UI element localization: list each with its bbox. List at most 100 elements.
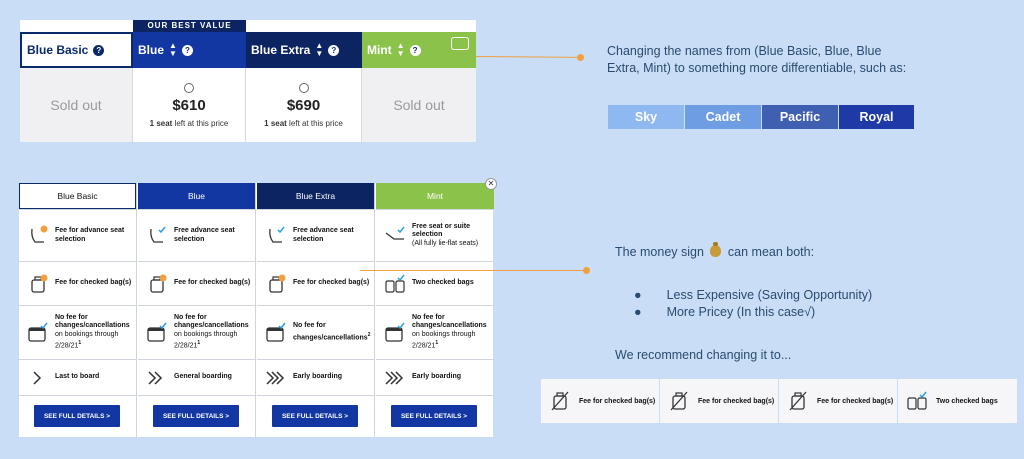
bullet-item: ●More Pricey (In this case√) — [634, 305, 816, 319]
feature-row: Free advance seat selection — [138, 209, 255, 261]
fare-tab-label: Blue Basic — [27, 43, 89, 57]
fare-cell-blue-extra[interactable]: $690 1 seat left at this price — [246, 68, 362, 142]
seat-check-icon — [150, 226, 166, 243]
sort-icon[interactable]: ▲▼ — [169, 41, 177, 58]
help-icon[interactable]: ? — [409, 44, 421, 56]
fare-cell-mint: Sold out — [362, 68, 476, 142]
fare-tab-blue-basic[interactable]: Blue Basic ? — [20, 32, 133, 68]
boarding-triple-chevron-icon — [266, 370, 285, 385]
feature-row: No fee for changes/cancellations2 — [257, 305, 374, 359]
feature-row: Early boarding — [257, 359, 374, 395]
see-full-details-button[interactable]: SEE FULL DETAILS > — [153, 405, 239, 427]
feature-row: Fee for advance seat selection — [19, 209, 136, 261]
two-bags-icon — [385, 274, 405, 293]
plan-column-header: Mint — [376, 183, 494, 209]
feature-text: Fee for checked bag(s) — [55, 279, 132, 287]
feature-row: Two checked bags — [376, 261, 494, 305]
plan-column-header: Blue — [138, 183, 255, 209]
boarding-triple-chevron-icon — [385, 370, 404, 385]
sort-icon[interactable]: ▲▼ — [315, 41, 324, 58]
feature-text: Early boarding — [293, 373, 343, 381]
seats-left: 1 seat left at this price — [264, 118, 343, 128]
bullet-item: ●Less Expensive (Saving Opportunity) — [634, 288, 873, 302]
fare-tab-blue[interactable]: Blue ▲▼ ? — [133, 32, 246, 68]
feature-text: Fee for advance seat selection — [55, 227, 125, 243]
fare-price: $610 — [172, 96, 206, 114]
rec-label: Fee for checked bag(s) — [579, 397, 656, 405]
best-value-banner: OUR BEST VALUE — [133, 20, 246, 32]
close-icon[interactable]: ✕ — [485, 178, 497, 190]
calendar-check-icon — [266, 322, 286, 342]
footnote-marker: 1 — [197, 340, 201, 347]
rec-cell: Two checked bags — [898, 379, 1017, 423]
plan-column-header: Blue Extra — [257, 183, 374, 209]
feature-row: Fee for checked bag(s) — [257, 261, 374, 305]
fare-radio[interactable] — [184, 82, 194, 93]
help-icon[interactable]: ? — [181, 44, 193, 56]
fare-tab-label: Blue Extra — [251, 43, 311, 57]
details-row — [376, 395, 494, 437]
fare-price: $690 — [286, 96, 321, 114]
feature-row: Fee for checked bag(s) — [138, 261, 255, 305]
see-full-details-button[interactable]: SEE FULL DETAILS > — [272, 405, 358, 427]
fare-cell-blue-basic: Sold out — [20, 68, 133, 142]
name-tag-royal: Royal — [839, 105, 914, 129]
fare-selector: OUR BEST VALUE Blue Basic ? Blue ▲▼ ? Bl… — [20, 20, 476, 142]
details-row — [19, 395, 136, 437]
bag-crossed-icon — [789, 391, 807, 411]
name-tag-sky: Sky — [608, 105, 684, 129]
sold-out-label: Sold out — [50, 97, 102, 113]
details-row — [138, 395, 255, 437]
lie-flat-seat-icon — [385, 226, 405, 240]
calendar-check-icon — [385, 322, 405, 342]
money-sign-note: The money sign can mean both: — [615, 242, 814, 261]
recommend-note: We recommend changing it to... — [615, 348, 792, 362]
boarding-double-chevron-icon — [148, 370, 163, 385]
feature-row: Free advance seat selection — [257, 209, 374, 261]
feature-text: Free seat or suite selection(All fully l… — [412, 222, 479, 247]
feature-subtext: (All fully lie-flat seats) — [412, 239, 479, 247]
fare-cell-blue[interactable]: $610 1 seat left at this price — [133, 68, 246, 142]
calendar-check-icon — [28, 322, 48, 342]
feature-row: Free seat or suite selection(All fully l… — [376, 209, 494, 261]
help-icon[interactable]: ? — [328, 44, 340, 56]
see-full-details-button[interactable]: SEE FULL DETAILS > — [391, 405, 477, 427]
footnote-marker: 1 — [435, 340, 439, 347]
connector-line — [360, 270, 586, 271]
rec-label: Fee for checked bag(s) — [817, 397, 894, 405]
feature-text: Free advance seat selection — [293, 227, 354, 243]
seat-fee-icon — [31, 225, 48, 243]
fare-radio[interactable] — [298, 82, 309, 93]
bag-crossed-icon — [551, 391, 569, 411]
rec-label: Two checked bags — [936, 397, 998, 405]
help-icon[interactable]: ? — [93, 44, 105, 56]
boarding-single-chevron-icon — [33, 370, 42, 385]
feature-text: Two checked bags — [412, 279, 474, 287]
feature-row: Fee for checked bag(s) — [19, 261, 136, 305]
details-row — [257, 395, 374, 437]
money-bag-icon — [710, 242, 722, 257]
feature-text: Free advance seat selection — [174, 227, 235, 243]
fare-tab-blue-extra[interactable]: Blue Extra ▲▼ ? — [246, 32, 362, 68]
rec-cell: Fee for checked bag(s) — [541, 379, 659, 423]
feature-text: Early boarding — [412, 373, 462, 381]
see-full-details-button[interactable]: SEE FULL DETAILS > — [34, 405, 120, 427]
feature-subtext: on bookings through 2/28/21 — [412, 330, 476, 350]
two-bags-icon — [907, 391, 927, 410]
bag-fee-icon — [269, 274, 286, 293]
feature-row: Early boarding — [376, 359, 494, 395]
fare-tab-mint[interactable]: Mint ▲▼ ? — [362, 32, 476, 68]
rec-cell: Fee for checked bag(s) — [660, 379, 778, 423]
fare-tab-label: Blue — [138, 43, 165, 57]
sold-out-label: Sold out — [393, 97, 445, 113]
sort-icon[interactable]: ▲▼ — [396, 41, 405, 58]
feature-text: Fee for checked bag(s) — [174, 279, 251, 287]
